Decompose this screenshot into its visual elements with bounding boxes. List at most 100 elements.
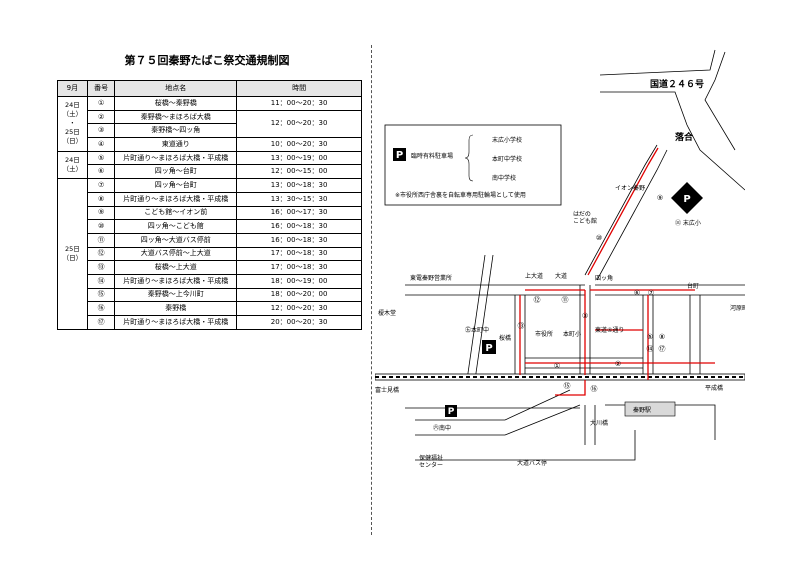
row-number: ⑤ bbox=[86, 150, 116, 166]
label-higashimichi-road: 東道④通り bbox=[595, 326, 624, 334]
marker-15: ⑮ bbox=[564, 382, 571, 390]
day-group-cell: 24日（土）・25日（日） bbox=[57, 96, 88, 152]
row-number: ⑨ bbox=[86, 205, 116, 221]
road-route246-edge bbox=[600, 91, 745, 191]
label-fujimibashi: 富士見橋 bbox=[375, 386, 399, 394]
row-number: ⑬ bbox=[86, 260, 116, 275]
label-aeon: イオン秦野 bbox=[615, 184, 645, 192]
row-location: 桜橋～秦野橋 bbox=[114, 96, 238, 111]
row-number: ⑥ bbox=[86, 164, 116, 180]
row-time: 17：00～18：30 bbox=[236, 260, 362, 275]
marker-10: ⑩ bbox=[596, 234, 602, 242]
road-south-2 bbox=[415, 389, 571, 421]
row-location: 秦野橋～四ッ角 bbox=[114, 123, 238, 139]
row-location: 四ッ角～こども館 bbox=[114, 219, 238, 234]
parking-honcho bbox=[482, 340, 496, 354]
traffic-map: P 臨時有料駐車場 末広小学校 本町中学校 南中学校 ※市役所西庁舎裏を自転車専… bbox=[375, 49, 745, 469]
road-246-west bbox=[466, 254, 486, 381]
parking-suehiro-letter: P bbox=[683, 194, 690, 205]
row-number: ⑪ bbox=[86, 232, 116, 248]
row-number: ⑫ bbox=[86, 246, 116, 262]
restriction-line-15-16 bbox=[555, 380, 586, 396]
marker-6: ⑥ bbox=[634, 289, 640, 297]
map-labels: 国道２４６号 落合 イオン秦野 はだのこども館 ㊂ 末広小 上大道 大道 四ッ角… bbox=[375, 78, 745, 469]
restriction-lines bbox=[519, 147, 715, 396]
row-location: 秦野橋～まほろば大橋 bbox=[114, 109, 238, 125]
restriction-line-9 bbox=[647, 147, 659, 166]
row-time: 12：00～20：30 bbox=[236, 301, 362, 316]
row-location: 四ッ角～台町 bbox=[114, 164, 238, 180]
label-minami-chu: ㊅南中 bbox=[433, 424, 451, 432]
label-kamioomichi: 上大道 bbox=[525, 272, 543, 280]
label-hokenfukushi: 保健福祉センター bbox=[419, 454, 443, 469]
legend-parking-label: 臨時有料駐車場 bbox=[411, 152, 453, 160]
marker-7: ⑦ bbox=[648, 289, 654, 297]
label-suehiro: ㊂ 末広小 bbox=[675, 219, 701, 227]
marker-16: ⑯ bbox=[591, 385, 598, 393]
legend-note: ※市役所西庁舎裏を自転車専用駐輪場として使用 bbox=[395, 191, 526, 199]
row-time: 11：00～20：30 bbox=[236, 96, 362, 111]
day-group-cell: 25日（日） bbox=[57, 178, 88, 330]
label-kawaharacho: 河原町 bbox=[730, 304, 745, 312]
row-time: 13：00～18：30 bbox=[236, 178, 362, 193]
row-location: 片町通り～まほろば大橋・平成橋 bbox=[114, 273, 238, 289]
row-time: 13：30～15：30 bbox=[236, 191, 362, 207]
row-time: 16：00～18：30 bbox=[236, 232, 362, 248]
row-time: 17：00～18：30 bbox=[236, 246, 362, 262]
restriction-line-10 bbox=[587, 164, 649, 276]
road-south-3 bbox=[415, 404, 581, 436]
marker-17: ⑰ bbox=[659, 345, 666, 353]
row-number: ⑮ bbox=[86, 287, 116, 303]
row-number: ⑦ bbox=[86, 178, 116, 193]
parking-honcho-letter: P bbox=[485, 343, 492, 354]
row-number: ⑭ bbox=[86, 273, 116, 289]
table-header-1: 番号 bbox=[86, 80, 116, 97]
label-yotsukado: 四ッ角 bbox=[595, 274, 613, 282]
marker-13: ⑬ bbox=[518, 322, 525, 330]
label-honcho-sho: 本町小 bbox=[563, 330, 581, 338]
railway bbox=[375, 373, 745, 417]
road-route246-north bbox=[599, 49, 716, 76]
marker-11: ⑪ bbox=[562, 296, 569, 304]
roads bbox=[405, 49, 745, 461]
row-location: 片町通り～まほろば大橋・平成橋 bbox=[114, 191, 238, 207]
label-oomichi: 大道 bbox=[555, 272, 567, 280]
row-time: 12：00～20：30 bbox=[236, 109, 362, 139]
row-location: 片町通り～まほろば大橋・平成橋 bbox=[114, 150, 238, 166]
marker-14: ⑭ bbox=[647, 345, 654, 353]
row-location: 桜橋～上大道 bbox=[114, 260, 238, 275]
table-header-3: 時間 bbox=[236, 80, 362, 97]
page-divider bbox=[371, 45, 372, 535]
page-title: 第７５回秦野たばこ祭交通規制図 bbox=[124, 54, 290, 67]
row-time: 16：00～17：30 bbox=[236, 205, 362, 221]
marker-3: ③ bbox=[582, 312, 588, 320]
label-hadano-station: 秦野駅 bbox=[633, 406, 651, 414]
row-location: 四ッ角～大道バス停前 bbox=[114, 232, 238, 248]
marker-9: ⑨ bbox=[657, 194, 663, 202]
parking-icon bbox=[393, 148, 406, 161]
table-header-2: 地点名 bbox=[114, 80, 238, 97]
row-number: ⑯ bbox=[86, 301, 116, 316]
row-time: 18：00～20：00 bbox=[236, 287, 362, 303]
legend-parking-item-1: 末広小学校 bbox=[492, 136, 522, 144]
row-location: 秦野橋～上今川町 bbox=[114, 287, 238, 303]
row-location: 四ッ角～台町 bbox=[114, 178, 238, 193]
label-enokimoto: 榎木堂 bbox=[378, 309, 396, 317]
legend-parking-item-3: 南中学校 bbox=[492, 174, 516, 182]
road-diagonal-west bbox=[584, 144, 658, 276]
legend-box bbox=[384, 124, 562, 206]
legend-parking-item-2: 本町中学校 bbox=[492, 155, 522, 163]
road-diagonal-east bbox=[596, 149, 668, 281]
